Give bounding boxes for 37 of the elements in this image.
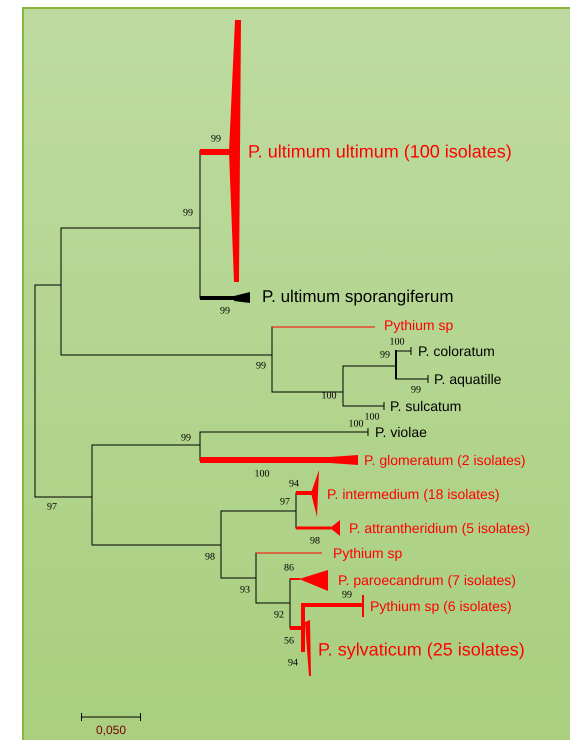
bootstrap-value: 100 xyxy=(348,418,364,430)
bootstrap-value: 98 xyxy=(310,536,320,546)
bootstrap-value: 99 xyxy=(380,350,390,360)
taxon-label: P. sulcatum xyxy=(390,398,462,414)
taxon-label: Pythium sp xyxy=(384,317,454,333)
taxon-label: Pythium sp xyxy=(333,545,402,561)
bootstrap-value: 99 xyxy=(256,360,266,372)
bootstrap-value: 99 xyxy=(181,432,191,444)
bootstrap-value: 99 xyxy=(211,134,221,144)
taxon-label: P. paroecandrum (7 isolates) xyxy=(338,572,516,588)
bootstrap-value: 100 xyxy=(364,412,380,422)
bootstrap-value: 94 xyxy=(289,478,299,490)
taxon-label: P. intermedium (18 isolates) xyxy=(327,486,500,502)
taxon-label: P. ultimum sporangiferum xyxy=(262,287,454,307)
bootstrap-value: 98 xyxy=(205,552,215,562)
bootstrap-value: 97 xyxy=(47,502,57,512)
bootstrap-value: 99 xyxy=(411,384,421,396)
taxon-label: P. glomeratum (2 isolates) xyxy=(364,452,526,468)
bootstrap-value: 99 xyxy=(183,208,193,218)
taxon-label: P. aquatille xyxy=(434,371,502,387)
bootstrap-value: 100 xyxy=(390,336,404,348)
taxon-label: P. attrantheridium (5 isolates) xyxy=(349,520,530,536)
taxon-label: P. violae xyxy=(375,424,427,440)
bootstrap-value: 97 xyxy=(280,496,290,508)
bootstrap-value: 94 xyxy=(288,658,298,668)
bootstrap-value: 56 xyxy=(284,636,294,646)
bootstrap-value: 93 xyxy=(240,584,250,596)
taxon-label: Pythium sp (6 isolates) xyxy=(370,598,512,614)
taxon-label: P. coloratum xyxy=(418,343,495,359)
bootstrap-value: 100 xyxy=(254,468,270,480)
bootstrap-value: 86 xyxy=(284,562,294,574)
taxon-label: P. sylvaticum (25 isolates) xyxy=(318,640,525,660)
taxon-label: P. ultimum ultimum (100 isolates) xyxy=(248,142,512,162)
bootstrap-value: 99 xyxy=(342,590,352,600)
bootstrap-value: 92 xyxy=(274,610,284,620)
bootstrap-value: 99 xyxy=(220,306,230,316)
scale-label: 0,050 xyxy=(96,723,126,737)
